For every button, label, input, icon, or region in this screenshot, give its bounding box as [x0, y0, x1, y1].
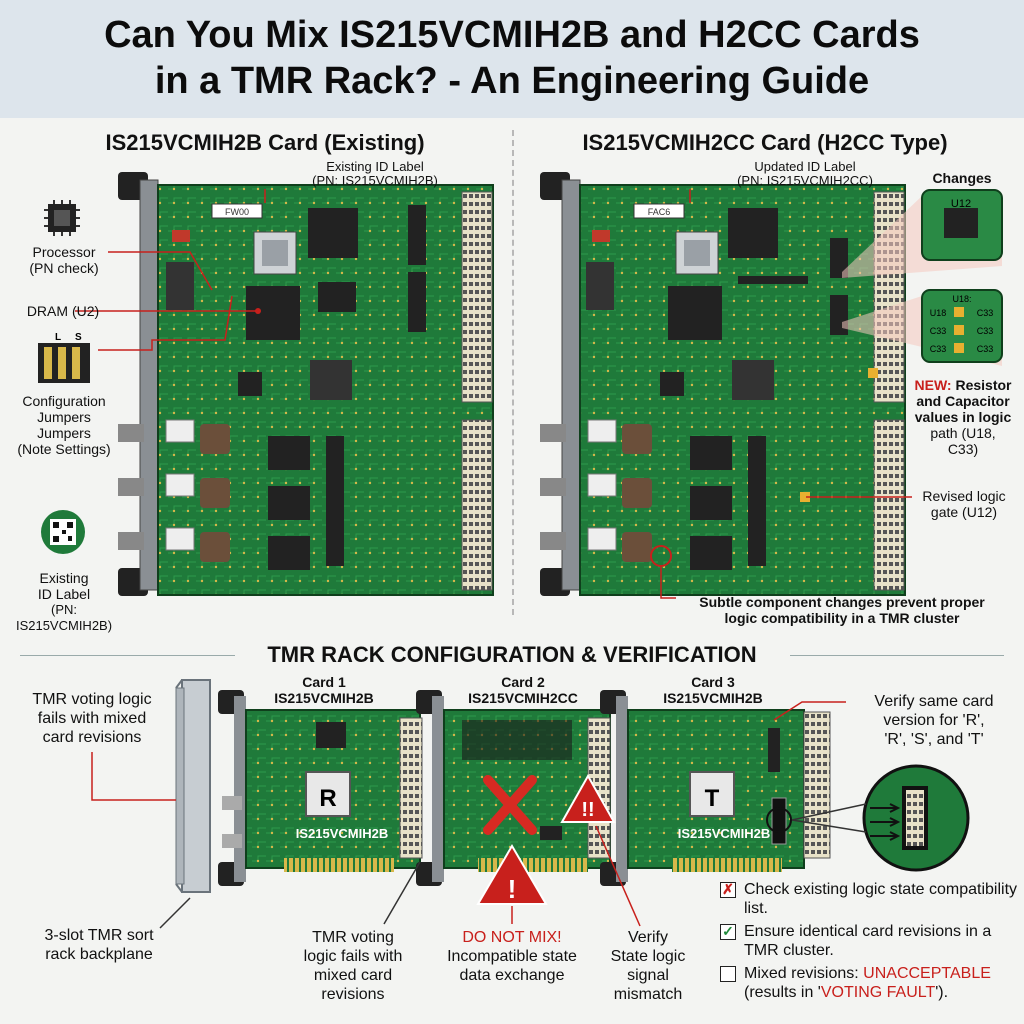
- u18-row2-right: C33: [977, 326, 994, 336]
- u18-row1-left: U18: [930, 308, 947, 318]
- left-card-heading: IS215VCMIH2B Card (Existing): [105, 130, 425, 155]
- u18-row1-right: C33: [977, 308, 994, 318]
- tmr-fail-top-note: TMR voting logic fails with mixed card r…: [32, 691, 152, 746]
- processor-callout: Processor (PN check): [29, 244, 99, 276]
- jumper-letter-l: L: [55, 332, 61, 343]
- backplane-note: 3-slot TMR sort rack backplane: [44, 927, 154, 963]
- u18-title: U18:: [952, 294, 971, 304]
- title-line-2: in a TMR Rack? - An Engineering Guide: [154, 60, 870, 102]
- config-jumpers-callout: Configuration Jumpers Jumpers (Note Sett…: [17, 393, 111, 457]
- changes-label: Changes: [932, 170, 992, 186]
- subtle-changes-note: Subtle component changes prevent proper …: [699, 594, 985, 626]
- checklist-item-3: Mixed revisions: UNACCEPTABLE (results i…: [718, 964, 1018, 1002]
- u12-chip-label: U12: [951, 198, 971, 210]
- rack-heading: TMR RACK CONFIGURATION & VERIFICATION: [267, 642, 757, 667]
- x-mark-icon: ✗: [720, 882, 736, 898]
- revised-logic-note: Revised logic gate (U12): [922, 488, 1006, 520]
- existing-id-callout: Existing ID Label (PN: IS215VCMIH2B): [15, 570, 113, 633]
- connector-zoom-icon: [862, 764, 970, 872]
- verification-checklist: ✗ Check existing logic state compatibili…: [718, 880, 1018, 1006]
- empty-checkbox-icon: [720, 966, 736, 982]
- u18-row3-left: C33: [930, 344, 947, 354]
- card-3-board-text: IS215VCMIH2B: [678, 826, 770, 841]
- checklist-item-1: ✗ Check existing logic state compatibili…: [718, 880, 1018, 918]
- section-rule-left: [20, 655, 235, 656]
- card-3-header: Card 3 IS215VCMIH2B: [663, 674, 763, 706]
- svg-text:!!: !!: [581, 799, 594, 821]
- jumper-block-icon: [38, 343, 90, 383]
- left-id-label: Existing ID Label (PN: IS215VCMIH2B): [312, 159, 438, 188]
- rack-backplane: [175, 679, 211, 893]
- right-id-label: Updated ID Label (PN: IS215VCMIH2CC): [737, 159, 873, 188]
- vertical-divider: [512, 130, 516, 615]
- warning-triangle-card2: !!: [560, 773, 616, 823]
- card-1-header: Card 1 IS215VCMIH2B: [274, 674, 374, 706]
- u18-zoom-icon: [921, 289, 1003, 363]
- new-component-note: NEW: Resistor and Capacitor values in lo…: [914, 377, 1012, 457]
- card-2-header: Card 2 IS215VCMIH2CC: [468, 674, 578, 706]
- processor-icon: [44, 200, 80, 236]
- title-line-1: Can You Mix IS215VCMIH2B and H2CC Cards: [104, 14, 920, 56]
- header-banner: [0, 0, 1024, 118]
- jumper-letter-s: S: [75, 332, 82, 343]
- card-1-board-text: IS215VCMIH2B: [296, 826, 388, 841]
- checklist-item-2: ✓ Ensure identical card revisions in a T…: [718, 922, 1018, 960]
- left-card-board: FW00: [118, 172, 494, 596]
- u18-row3-right: C33: [977, 344, 994, 354]
- qr-code-icon: [41, 510, 85, 554]
- svg-text:!: !: [508, 874, 517, 904]
- check-mark-icon: ✓: [720, 924, 736, 940]
- rack-card-1: [218, 690, 423, 886]
- rack-card-3: [600, 690, 831, 886]
- section-rule-right: [790, 655, 1004, 656]
- verify-state-note: Verify State logic signal mismatch: [610, 929, 686, 1003]
- right-card-heading: IS215VCMIH2CC Card (H2CC Type): [582, 130, 948, 155]
- tmr-fail-bottom-note: TMR voting logic fails with mixed card r…: [303, 929, 403, 1003]
- dram-callout: DRAM (U2): [26, 303, 100, 319]
- card-2-reject-icon: [483, 775, 537, 835]
- right-sticker-text: FAC6: [648, 207, 671, 217]
- u12-zoom-icon: [921, 189, 1003, 261]
- left-sticker-text: FW00: [225, 207, 249, 217]
- card-3-letter: T: [705, 785, 720, 812]
- do-not-mix-note: DO NOT MIX! Incompatible state data exch…: [447, 929, 577, 984]
- page-title: Can You Mix IS215VCMIH2B and H2CC Cards …: [0, 12, 1024, 104]
- verify-same-version-note: Verify same card version for 'R', 'R', '…: [874, 693, 994, 748]
- card-1-letter: R: [319, 785, 336, 812]
- right-card-board: FAC6: [540, 172, 906, 596]
- u18-row2-left: C33: [930, 326, 947, 336]
- warning-triangle-do-not-mix: !: [476, 844, 548, 905]
